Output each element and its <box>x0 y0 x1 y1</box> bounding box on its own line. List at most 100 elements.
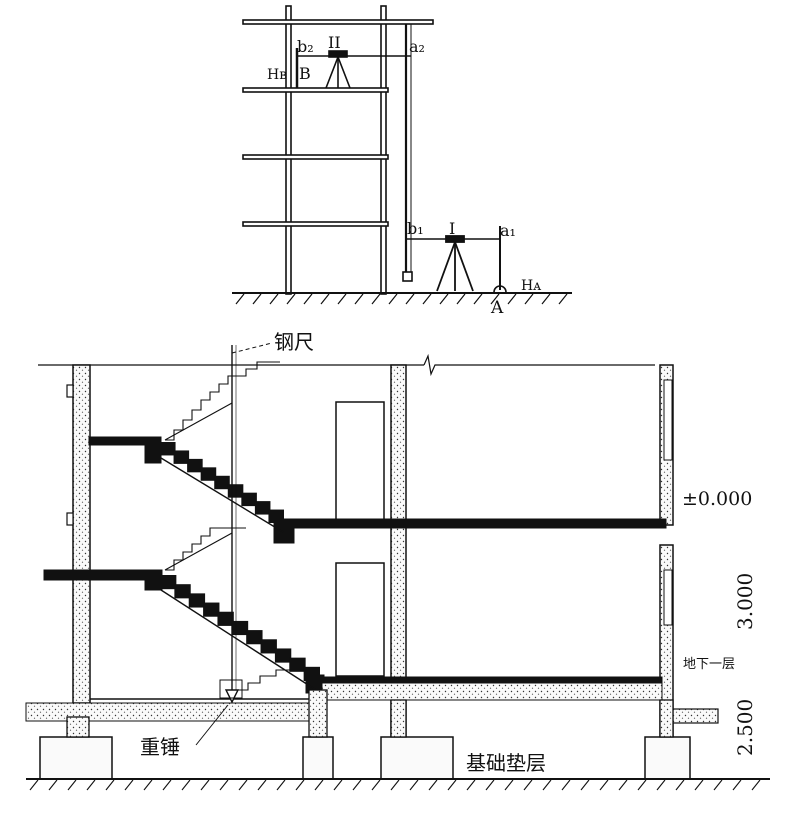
hatch-stroke <box>388 293 398 305</box>
hatch-stroke <box>542 779 552 791</box>
label-a2: a₂ <box>409 37 425 56</box>
ghost-stair-outline <box>236 669 290 691</box>
label-ha: Hᴀ <box>521 278 541 294</box>
footing-stems <box>66 689 674 738</box>
hatch-stroke <box>390 779 400 791</box>
hatch-stroke <box>439 293 449 305</box>
basement-slab <box>321 676 663 684</box>
top-labels: b₂ II a₂ Hʙ B b₁ I a₁ Hᴀ A <box>267 33 541 318</box>
stair-tread <box>246 630 263 645</box>
hatch-stroke <box>580 779 590 791</box>
hatch-stroke <box>352 779 362 791</box>
ghost-stair-outline <box>165 361 280 441</box>
hatch-stroke <box>713 779 723 791</box>
label-elevation-zero: ±0.000 <box>682 488 752 510</box>
right-window <box>663 379 673 461</box>
level-instrument-1 <box>436 235 474 292</box>
hatch-stroke <box>314 779 324 791</box>
stair-tread <box>254 501 271 515</box>
stair-ghost <box>164 361 290 691</box>
hatch-stroke <box>320 293 330 305</box>
hatch-stroke <box>656 779 666 791</box>
stair-tread <box>173 450 190 464</box>
hatch-stroke <box>694 779 704 791</box>
frame-floors <box>242 19 434 227</box>
hatch-stroke <box>235 293 245 305</box>
label-point-a: A <box>490 298 504 318</box>
hatch-stroke <box>219 779 229 791</box>
basement-fill <box>321 682 663 701</box>
label-station-1: I <box>449 219 455 238</box>
hatch-stroke <box>67 779 77 791</box>
stair-tread <box>241 492 257 507</box>
label-plumb-bob: 重锤 <box>140 735 180 759</box>
bottom-labels: 钢尺 ±0.000 3.000 地下一层 2.500 重锤 基础垫层 <box>140 330 757 775</box>
door-lower <box>335 562 385 677</box>
hatch-stroke <box>504 779 514 791</box>
label-hb: Hʙ <box>267 67 287 83</box>
stair-tread <box>303 666 320 681</box>
hatch-stroke <box>456 293 466 305</box>
stair-tread <box>160 442 176 456</box>
label-dim-2500: 2.500 <box>733 699 757 756</box>
hatch-stroke <box>371 779 381 791</box>
hatch-stroke <box>303 293 313 305</box>
label-station-2: II <box>328 33 341 52</box>
hatch-stroke <box>162 779 172 791</box>
hatch-stroke <box>466 779 476 791</box>
stair-tread <box>160 575 177 590</box>
plumb-leader <box>195 704 229 746</box>
label-foundation-cushion: 基础垫层 <box>466 751 546 775</box>
stair-tread <box>188 593 206 608</box>
hatch-stroke <box>751 779 761 791</box>
hatch-stroke <box>238 779 248 791</box>
stair-tread <box>227 484 244 498</box>
hatch-stroke <box>405 293 415 305</box>
hatch-stroke <box>371 293 381 305</box>
stair-tread <box>214 475 230 490</box>
hatch-stroke <box>105 779 115 791</box>
stair-tread <box>187 458 203 473</box>
tape-leader <box>231 342 273 354</box>
tape-weight <box>402 271 413 282</box>
hatch-stroke <box>200 779 210 791</box>
label-dim-3000: 3.000 <box>733 573 757 630</box>
hatch-stroke <box>473 293 483 305</box>
hatch-stroke <box>422 293 432 305</box>
ground-hatch-top <box>235 293 568 305</box>
hatch-stroke <box>269 293 279 305</box>
hatch-stroke <box>257 779 267 791</box>
hatch-stroke <box>181 779 191 791</box>
label-b2: b₂ <box>297 37 314 56</box>
top-diagram <box>232 5 572 305</box>
label-basement-one: 地下一层 <box>683 657 735 672</box>
benchmark-a <box>493 285 507 293</box>
label-b1: b₁ <box>407 219 424 238</box>
hatch-stroke <box>485 779 495 791</box>
ghost-stair-outline <box>165 527 246 571</box>
ground-floor-slab <box>275 518 667 529</box>
hatch-stroke <box>428 779 438 791</box>
stair-tread <box>274 648 292 663</box>
stair-tread <box>200 467 217 481</box>
ghost-stair-outline <box>164 532 233 571</box>
stair-tread <box>217 611 234 626</box>
hatch-stroke <box>523 779 533 791</box>
hatch-stroke <box>409 779 419 791</box>
footings <box>39 736 691 780</box>
label-point-b: B <box>299 64 311 83</box>
hatch-stroke <box>48 779 58 791</box>
exterior-strip <box>672 708 719 724</box>
hatch-stroke <box>561 779 571 791</box>
hatch-stroke <box>447 779 457 791</box>
hatch-stroke <box>558 293 568 305</box>
hatch-stroke <box>276 779 286 791</box>
bottom-diagram <box>25 342 770 791</box>
stair-tread <box>268 509 284 523</box>
ghost-stair-outline <box>164 402 233 441</box>
hatch-stroke <box>286 293 296 305</box>
lower-landing-slab <box>43 569 163 581</box>
hatch-stroke <box>507 293 517 305</box>
label-steel-tape: 钢尺 <box>274 330 314 354</box>
